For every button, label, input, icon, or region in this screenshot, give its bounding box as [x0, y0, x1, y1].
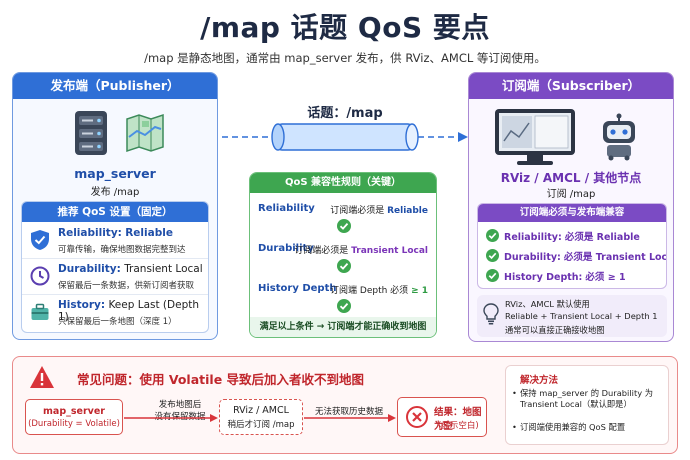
check-icon [486, 229, 499, 242]
rec-item-reliability: Reliability: Reliable 可靠传输，确保地图数据完整到达 [22, 223, 208, 259]
check-icon [337, 259, 351, 273]
compat-title: 订阅端必须与发布端兼容 [478, 204, 666, 222]
rec-value: Keep Last (Depth 1) [58, 299, 200, 323]
rec-desc: 只保留最后一条地图（深度 1） [58, 317, 177, 327]
subscriber-topic: 订阅 /map [546, 189, 596, 200]
recommended-qos-title: 推荐 QoS 设置（固定） [22, 202, 208, 222]
problem-panel: 常见问题：使用 Volatile 导致后加入者收不到地图 map_server … [12, 356, 678, 454]
rec-value: Transient Local [124, 263, 203, 275]
compat-box: 订阅端必须与发布端兼容 Reliability: 必须是 Reliable Du… [477, 203, 667, 289]
server-icon [75, 111, 107, 155]
note-line: RViz、AMCL 默认使用 [505, 299, 590, 309]
note-line: 通常可以直接正确接收地图 [505, 325, 605, 335]
solution-title: 解决方法 [520, 375, 559, 386]
rule-pre: 订阅端 Depth 必须 [330, 286, 409, 296]
rule-history-depth: History Depth 订阅端 Depth 必须 ≥ 1 [250, 275, 436, 315]
error-x-icon [406, 406, 428, 428]
rec-key: Reliability: [58, 227, 122, 239]
subscriber-name: RViz / AMCL / 其他节点 [500, 171, 642, 185]
page-subtitle: /map 是静态地图，通常由 map_server 发布，供 RViz、AMCL… [144, 51, 546, 65]
rule-reliability: Reliability 订阅端必须是 Reliable [250, 195, 436, 235]
rule-pre: 订阅端必须是 [294, 246, 349, 256]
qos-rules-box: QoS 兼容性规则（关键） Reliability 订阅端必须是 Reliabl… [249, 172, 437, 338]
rec-item-durability: Durability: Transient Local 保留最后一条数据，供新订… [22, 259, 208, 295]
problem-pub-detail: (Durability = Volatile) [28, 419, 120, 429]
solution-box: 解决方法 保持 map_server 的 Durability 为 Transi… [505, 365, 669, 445]
compat-key: History Depth: [504, 272, 583, 283]
problem-title: 常见问题：使用 Volatile 导致后加入者收不到地图 [77, 372, 365, 387]
problem-publisher-box: map_server (Durability = Volatile) [25, 399, 123, 435]
topic-label: 话题：/map [307, 106, 383, 121]
check-icon [337, 219, 351, 233]
rec-item-history: History: Keep Last (Depth 1) 只保留最后一条地图（深… [22, 295, 208, 331]
check-icon [486, 249, 499, 262]
result-detail: (显示空白) [438, 421, 479, 431]
lightbulb-icon [483, 303, 499, 325]
rec-key: Durability: [58, 263, 121, 275]
solution-item: 保持 map_server 的 Durability 为 Transient L… [512, 388, 662, 410]
problem-sub-detail: 稍后才订阅 /map [227, 420, 295, 430]
map-icon [126, 113, 164, 153]
page-title: /map 话题 QoS 要点 [200, 11, 490, 44]
rec-desc: 可靠传输，确保地图数据完整到达 [58, 245, 186, 255]
rule-pre: 订阅端必须是 [330, 206, 385, 216]
subscriber-panel: 订阅端（Subscriber） RViz / AMCL / 其他节点 订阅 /m… [468, 72, 674, 342]
problem-pub-name: map_server [43, 406, 105, 417]
monitor-icon [495, 109, 575, 165]
check-icon [337, 299, 351, 313]
rec-key: History: [58, 299, 106, 311]
rules-footer: 满足以上条件 → 订阅端才能正确收到地图 [250, 317, 436, 337]
topic-pipe [222, 123, 468, 151]
step1-line: 发布地图后 [158, 400, 202, 410]
rec-value: Reliable [125, 227, 173, 239]
publisher-name: map_server [74, 166, 156, 181]
compat-key: Durability: [504, 252, 561, 263]
robot-icon [603, 113, 635, 161]
warning-icon [30, 366, 54, 388]
rule-value: ≥ 1 [411, 286, 428, 296]
default-note: RViz、AMCL 默认使用 Reliable + Transient Loca… [477, 295, 667, 337]
publisher-topic: 发布 /map [90, 187, 140, 198]
rec-desc: 保留最后一条数据，供新订阅者获取 [58, 281, 195, 291]
problem-step2-label: 无法获取历史数据 [314, 407, 383, 417]
rule-key: History Depth [258, 283, 337, 294]
problem-step1-label: 发布地图后 没有保留数据 [149, 399, 211, 423]
step1-line: 没有保留数据 [154, 412, 206, 422]
rule-value: Reliable [387, 206, 428, 216]
compat-key: Reliability: [504, 232, 562, 243]
note-line: Reliable + Transient Local + Depth 1 [505, 311, 658, 321]
rule-durability: Durability 订阅端必须是 Transient Local [250, 235, 436, 275]
check-icon [486, 269, 499, 282]
problem-result-box: 结果：地图为空 (显示空白) [397, 397, 487, 437]
shield-icon [31, 230, 49, 250]
recommended-qos-box: 推荐 QoS 设置（固定） Reliability: Reliable 可靠传输… [21, 201, 209, 333]
clock-icon [30, 266, 50, 286]
subscriber-header: 订阅端（Subscriber） [469, 73, 673, 99]
compat-value: 必须 ≥ 1 [585, 272, 626, 283]
problem-subscriber-box: RViz / AMCL 稍后才订阅 /map [219, 399, 303, 435]
toolbox-icon [31, 303, 49, 320]
qos-rules-title: QoS 兼容性规则（关键） [250, 173, 436, 193]
compat-value: 必须是 Reliable [564, 232, 640, 243]
rule-value: Transient Local [351, 246, 428, 256]
publisher-panel: 发布端（Publisher） map_server 发布 /map 推荐 QoS… [12, 72, 218, 340]
solution-item: 订阅端使用兼容的 QoS 配置 [512, 422, 662, 433]
result-text: 结果：地图为空 [434, 407, 482, 432]
publisher-header: 发布端（Publisher） [13, 73, 217, 99]
rule-key: Durability [258, 243, 314, 254]
problem-sub-name: RViz / AMCL [233, 405, 289, 416]
compat-value: 必须是 Transient Local [563, 252, 667, 263]
rule-key: Reliability [258, 203, 315, 214]
